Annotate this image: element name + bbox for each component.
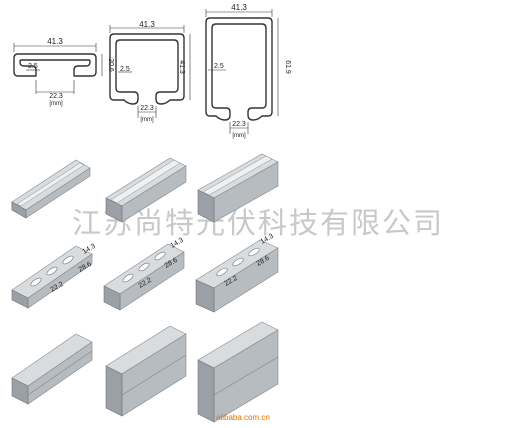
rail-slotted-shallow: 14.3 28.6 22.2 [11, 243, 97, 309]
profile-square-opening: 22.3 [140, 105, 154, 112]
profile-shallow-unit: [mm] [49, 101, 63, 107]
profile-deep: 41.3 61.9 2.5 22.3 [mm] [205, 3, 291, 139]
profile-deep-height: 61.9 [284, 60, 291, 74]
rail-double-square [105, 325, 187, 417]
rail-slotted-square: 14.3 28.6 22.2 [103, 237, 185, 311]
profile-shallow-outline [13, 53, 97, 77]
profile-deep-width: 41.3 [231, 3, 247, 12]
profile-deep-outline [205, 17, 273, 121]
profile-square-unit: [mm] [140, 117, 154, 123]
rail-slotted-deep: 14.3 28.6 22.2 [195, 233, 279, 313]
profile-square: 41.3 41.3 2.5 22.3 [mm] [109, 20, 191, 123]
profile-square-width: 41.3 [139, 20, 155, 29]
rail-plain-shallow [11, 159, 91, 219]
rail-double-shallow [11, 333, 93, 405]
rail-plain-square [105, 157, 187, 223]
profile-square-thickness: 2.5 [120, 66, 130, 73]
profile-deep-unit: [mm] [232, 133, 246, 139]
profile-shallow-opening: 22.3 [49, 93, 63, 100]
rail-plain-deep [197, 153, 279, 223]
profile-deep-opening: 22.3 [232, 121, 246, 128]
site-watermark: alibaba.com.cn [216, 413, 270, 422]
profile-shallow-thickness: 2.5 [28, 63, 38, 70]
profile-square-outline [109, 33, 185, 105]
profile-shallow: 41.3 20.6 2.5 22.3 [mm] [13, 37, 114, 107]
profile-deep-thickness: 2.5 [214, 63, 224, 70]
rail-double-deep [197, 321, 279, 423]
profile-square-height: 41.3 [178, 60, 185, 74]
profile-shallow-width: 41.3 [47, 37, 63, 46]
